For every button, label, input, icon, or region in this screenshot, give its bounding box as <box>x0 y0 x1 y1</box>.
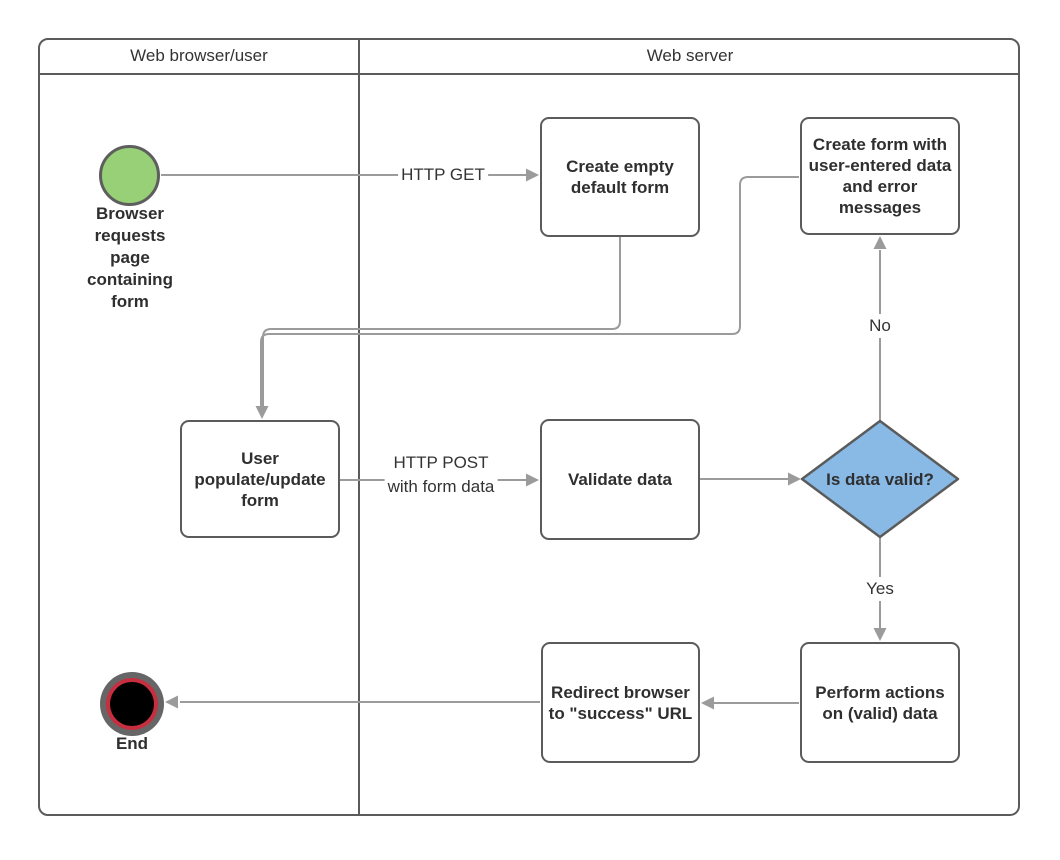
edge-create-empty-to-user-populate-line <box>262 237 621 406</box>
arrowhead-icon <box>788 472 801 486</box>
edge-label-yes: Yes <box>863 577 897 601</box>
end-node-red-ring <box>106 678 158 730</box>
arrowhead-icon <box>165 695 178 709</box>
activity-validate-data: Validate data <box>540 419 700 540</box>
activity-create-empty-default-form: Create empty default form <box>540 117 700 237</box>
arrowhead-icon <box>873 628 887 641</box>
start-node <box>99 145 160 206</box>
lane-header-label: Web browser/user <box>130 46 268 65</box>
end-node-label: End <box>115 734 149 753</box>
arrowhead-icon <box>526 473 539 487</box>
arrowhead-icon <box>255 406 269 419</box>
activity-perform-actions-on-valid-data: Perform actions on (valid) data <box>800 642 960 763</box>
lane-header-web-server: Web server <box>360 39 1020 73</box>
lane-header-separator <box>38 73 1020 75</box>
activity-user-populate-update-form: User populate/update form <box>180 420 340 538</box>
activity-redirect-browser-to-success-url: Redirect browser to "success" URL <box>541 642 700 763</box>
end-node <box>100 672 164 736</box>
edge-create-errors-to-user-populate-line <box>260 176 799 406</box>
arrowhead-icon <box>526 168 539 182</box>
edge-label-http-post: HTTP POST with form data <box>384 451 498 499</box>
lane-divider <box>358 38 360 816</box>
lane-header-label: Web server <box>646 46 734 65</box>
lane-header-web-browser-user: Web browser/user <box>40 39 358 73</box>
activity-create-form-with-errors: Create form with user-entered data and e… <box>800 117 960 235</box>
edge-label-http-get: HTTP GET <box>398 163 488 187</box>
start-node-label: Browser requests page containing form <box>87 204 173 311</box>
arrowhead-icon <box>701 696 714 710</box>
arrowhead-icon <box>873 236 887 249</box>
end-node-core <box>110 682 154 726</box>
decision-label: Is data valid? <box>826 470 934 489</box>
edge-label-no: No <box>866 314 894 338</box>
decision-diamond-shape <box>800 419 960 539</box>
